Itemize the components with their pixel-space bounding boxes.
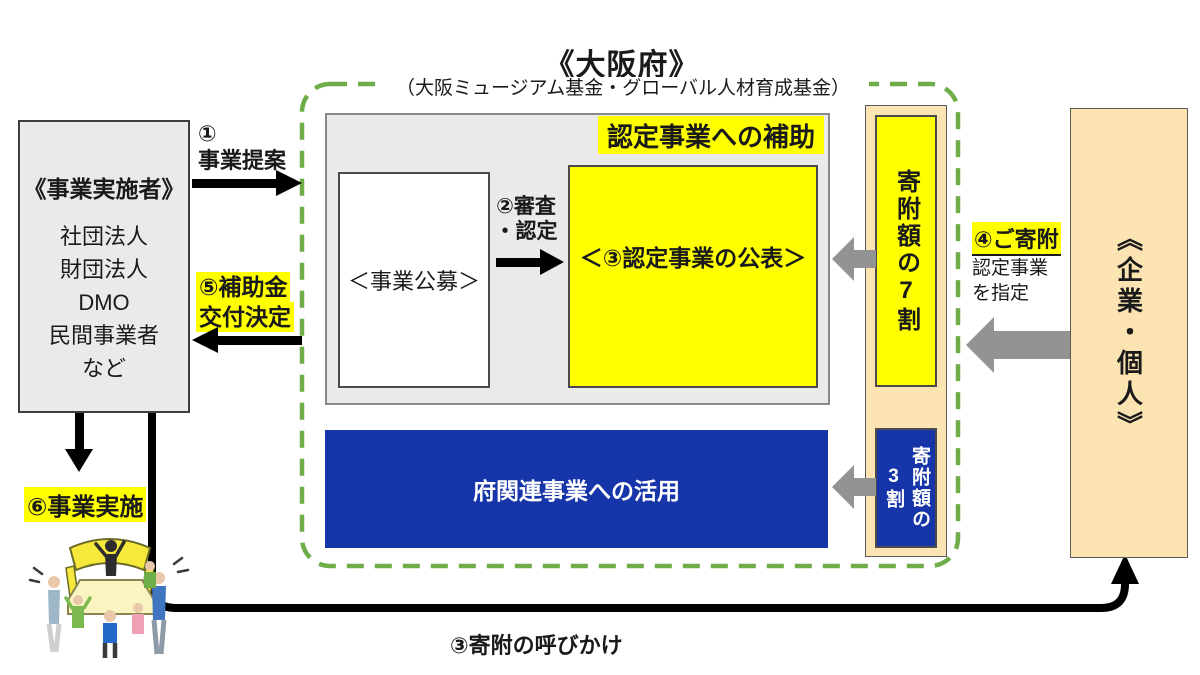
donor-title: 《企業・個人》 [1113, 224, 1144, 442]
call-line-arrowhead-icon [1111, 554, 1139, 584]
implementer-box: 《事業実施者》 社団法人 財団法人 DMO 民間事業者 など [18, 120, 190, 413]
step6-arrow-down-icon [65, 449, 93, 472]
prefectural-use-box: 府関連事業への活用 [325, 430, 828, 548]
donation70-arrow-left-icon [832, 237, 854, 281]
step4-note-line2: を指定 [972, 283, 1030, 304]
step5-line2: 交付決定 [196, 302, 294, 332]
step4-designate-note: 認定事業 を指定 [972, 256, 1048, 306]
implementer-item: DMO [78, 290, 130, 315]
certified-project-publish-box: ＜③認定事業の公表＞ [568, 165, 818, 388]
call-for-donation-label: ③寄附の呼びかけ [450, 633, 623, 658]
step6-text: ⑥事業実施 [24, 487, 147, 522]
step5-line1: ⑤補助金 [196, 272, 291, 302]
project-recruitment-box: ＜事業公募＞ [338, 172, 490, 388]
step2-screening-label: ②審査 ・認定 [486, 194, 566, 244]
step1-number: ① [198, 121, 217, 146]
step4-text: ④ご寄附 [972, 222, 1061, 256]
sparkle-icon [28, 556, 190, 584]
step5-arrow-left-icon [192, 327, 218, 353]
step1-text: 事業提案 [198, 148, 287, 173]
donation-arrow-left-icon [966, 317, 994, 373]
osaka-pref-dashed-frame [299, 81, 961, 569]
donation-30-text: 寄附額の3割 [883, 446, 930, 530]
fund-subtitle: （大阪ミュージアム基金・グローバル人材育成基金） [377, 77, 869, 101]
implementer-item: 民間事業者 [48, 323, 159, 348]
step2-line2: ・認定 [494, 220, 558, 243]
donation-70-text: 寄附額の7割 [892, 168, 920, 334]
step1-arrow-shaft [192, 179, 276, 188]
step6-arrow-shaft [75, 413, 84, 449]
implementer-item: 社団法人 [59, 224, 148, 249]
subsidy-header: 認定事業への補助 [598, 116, 824, 154]
step2-arrow-right-icon [540, 249, 564, 275]
donation30-arrow-shaft [854, 478, 876, 496]
donation-arrow-shaft [994, 331, 1070, 359]
step1-arrow-right-icon [276, 170, 302, 196]
donation70-arrow-shaft [854, 250, 876, 268]
donation-70-box: 寄附額の7割 [875, 115, 937, 387]
implementer-list: 社団法人 財団法人 DMO 民間事業者 など [20, 220, 188, 385]
step1-proposal-label: ① 事業提案 [198, 120, 308, 174]
donation30-arrow-left-icon [832, 465, 854, 509]
implementer-item: など [81, 356, 126, 381]
donor-box: 《企業・個人》 [1070, 108, 1188, 558]
implementer-item: 財団法人 [59, 257, 148, 282]
step4-donation-label: ④ご寄附 [972, 222, 1061, 256]
page-title: 《大阪府》 [544, 49, 700, 82]
step4-note-line1: 認定事業 [972, 258, 1049, 279]
donation-30-box: 寄附額の3割 [875, 428, 937, 548]
step5-arrow-shaft [218, 336, 302, 345]
step6-implementation-label: ⑥事業実施 [24, 487, 147, 522]
step2-arrow-shaft [496, 258, 540, 267]
celebration-illustration [28, 538, 190, 658]
step5-grant-label: ⑤補助金 交付決定 [196, 272, 312, 332]
implementer-title: 《事業実施者》 [23, 176, 185, 202]
step2-line1: ②審査 [496, 195, 556, 218]
